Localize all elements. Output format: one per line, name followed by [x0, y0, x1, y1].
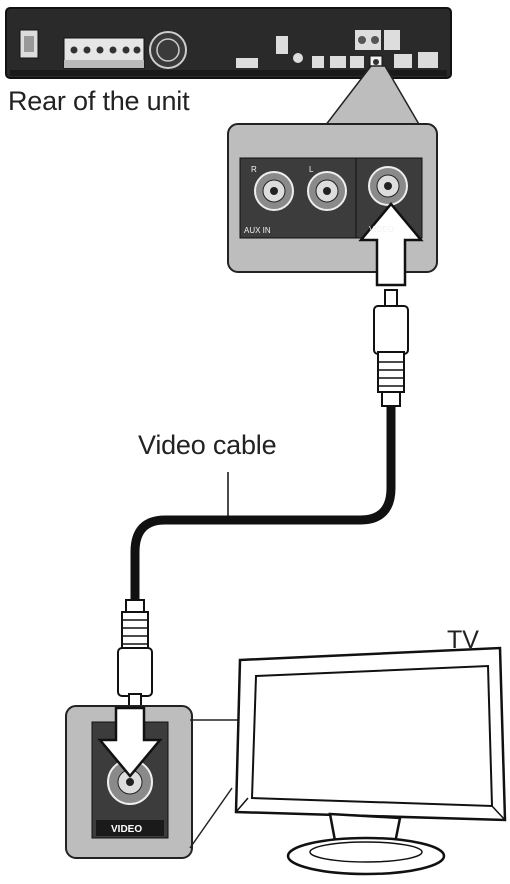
zoom-jack-panel — [227, 123, 438, 287]
video-out-label: VIDEO — [369, 225, 394, 234]
tv-label: TV — [447, 626, 479, 654]
video-cable — [130, 406, 396, 602]
tv-callout-lines — [189, 719, 238, 849]
aux-right-label: R — [251, 165, 257, 174]
unit-rear — [5, 7, 452, 79]
tv-set — [234, 646, 507, 876]
aux-left-label: L — [309, 165, 314, 174]
video-cable-label: Video cable — [138, 430, 277, 460]
rear-of-unit-label: Rear of the unit — [8, 86, 190, 116]
lower-rca-plug — [117, 599, 153, 713]
tv-video-in-label: VIDEO — [111, 824, 143, 835]
tv-jack-panel — [65, 705, 193, 859]
aux-in-label: AUX IN — [244, 226, 271, 235]
upper-rca-plug — [373, 289, 409, 407]
